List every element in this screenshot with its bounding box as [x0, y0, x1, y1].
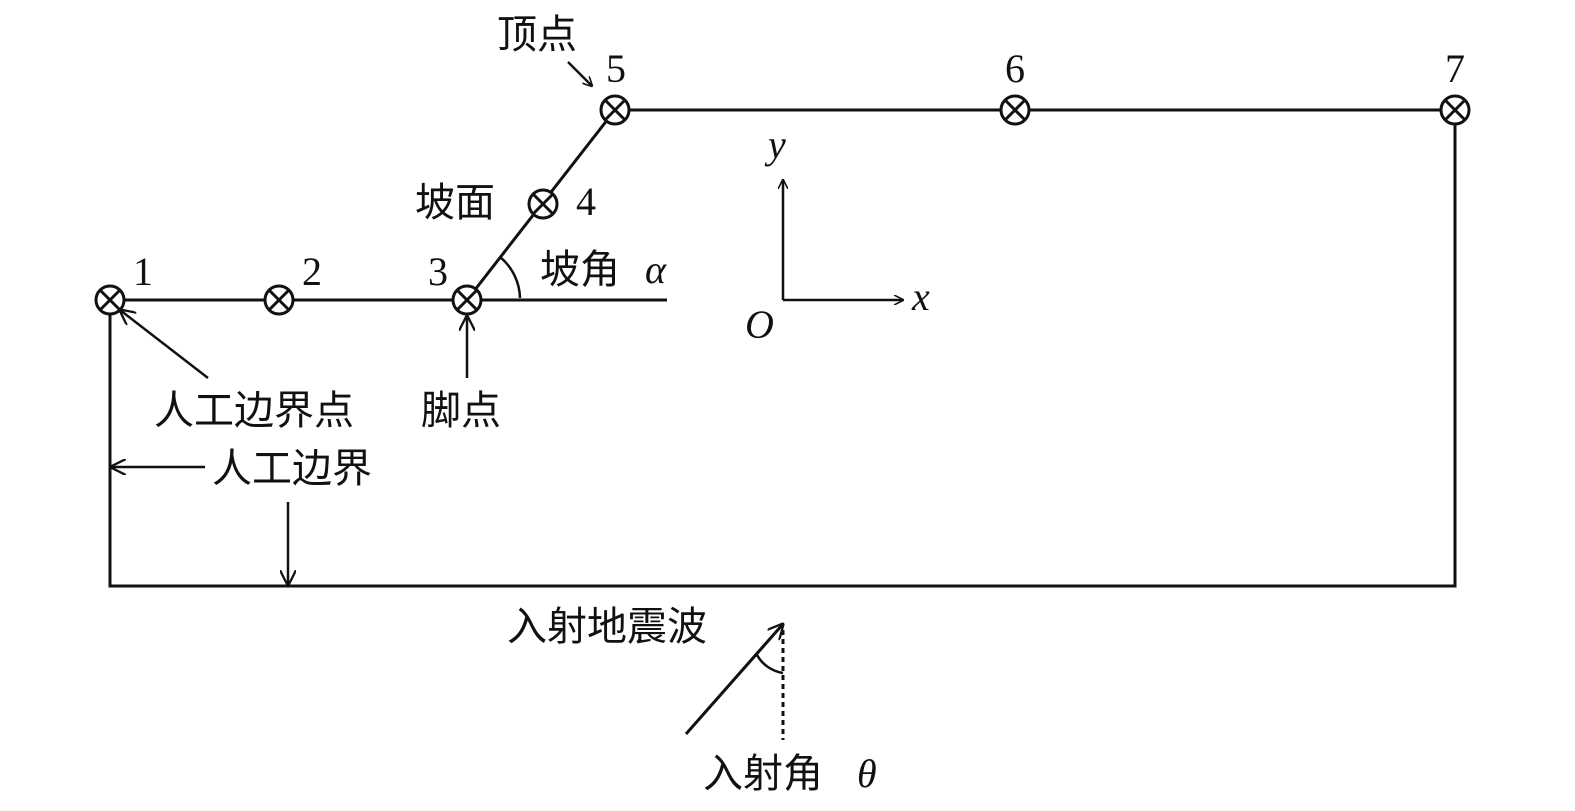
- y-axis-label: y: [764, 122, 786, 167]
- vertex-arrow: [567, 61, 592, 86]
- incident-angle-symbol: θ: [857, 751, 877, 796]
- boundary-point-arrow: [120, 310, 209, 379]
- artificial-boundary-point-label: 人工边界点: [154, 388, 354, 434]
- point-7-label: 7: [1445, 46, 1465, 91]
- slope-angle-symbol: α: [645, 247, 667, 292]
- artificial-boundary-label: 人工边界: [212, 446, 372, 492]
- point-1-marker: [94, 284, 126, 316]
- slope-angle-label: 坡角: [540, 247, 620, 293]
- point-6-label: 6: [1005, 46, 1025, 91]
- point-6-marker: [999, 94, 1031, 126]
- point-3-label: 3: [428, 249, 448, 294]
- point-5-marker: [599, 94, 631, 126]
- artificial-boundary-line: [108, 110, 1457, 588]
- slope-face-label: 坡面: [415, 180, 495, 226]
- point-4-label: 4: [576, 179, 596, 224]
- x-axis-label: x: [911, 274, 930, 319]
- incident-angle-arc: [755, 654, 784, 675]
- point-2-label: 2: [302, 249, 322, 294]
- foot-point-label: 脚点: [421, 388, 501, 434]
- incident-wave-label: 入射地震波: [507, 604, 707, 650]
- vertex-label: 顶点: [497, 12, 577, 58]
- origin-label: O: [745, 302, 774, 347]
- incident-wave-arrow: [684, 624, 783, 735]
- point-1-label: 1: [133, 249, 153, 294]
- point-3-marker: [451, 284, 483, 316]
- point-4-marker: [527, 188, 559, 220]
- point-7-marker: [1439, 94, 1471, 126]
- incident-angle-label: 入射角: [703, 751, 823, 797]
- slope-angle-arc: [499, 256, 522, 299]
- point-2-marker: [263, 284, 295, 316]
- point-5-label: 5: [606, 46, 626, 91]
